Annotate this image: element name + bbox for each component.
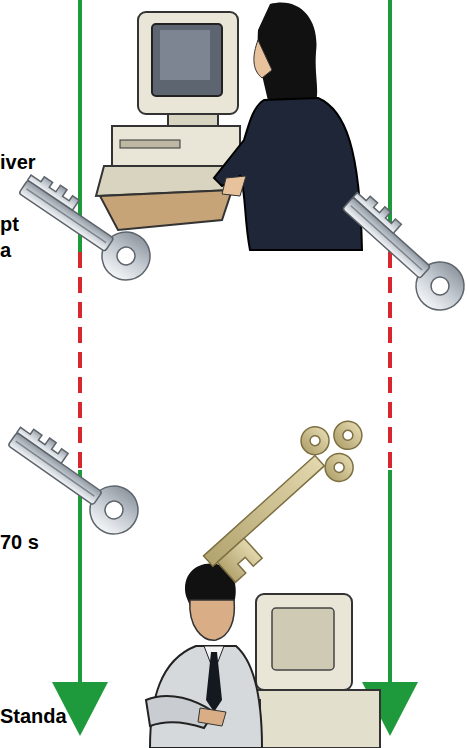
text-label: Standa [0, 706, 67, 726]
key-symbol [10, 167, 160, 290]
sender-illustration [96, 2, 362, 250]
key-symbol [187, 402, 381, 586]
text-label: iver [0, 152, 36, 172]
receiver-illustration [146, 564, 380, 748]
key-symbol [0, 419, 147, 543]
text-label: a [0, 240, 11, 260]
text-label: 70 s [0, 532, 39, 552]
key-symbol [332, 185, 467, 320]
channel-line [52, 0, 418, 736]
text-label: pt [0, 214, 19, 234]
